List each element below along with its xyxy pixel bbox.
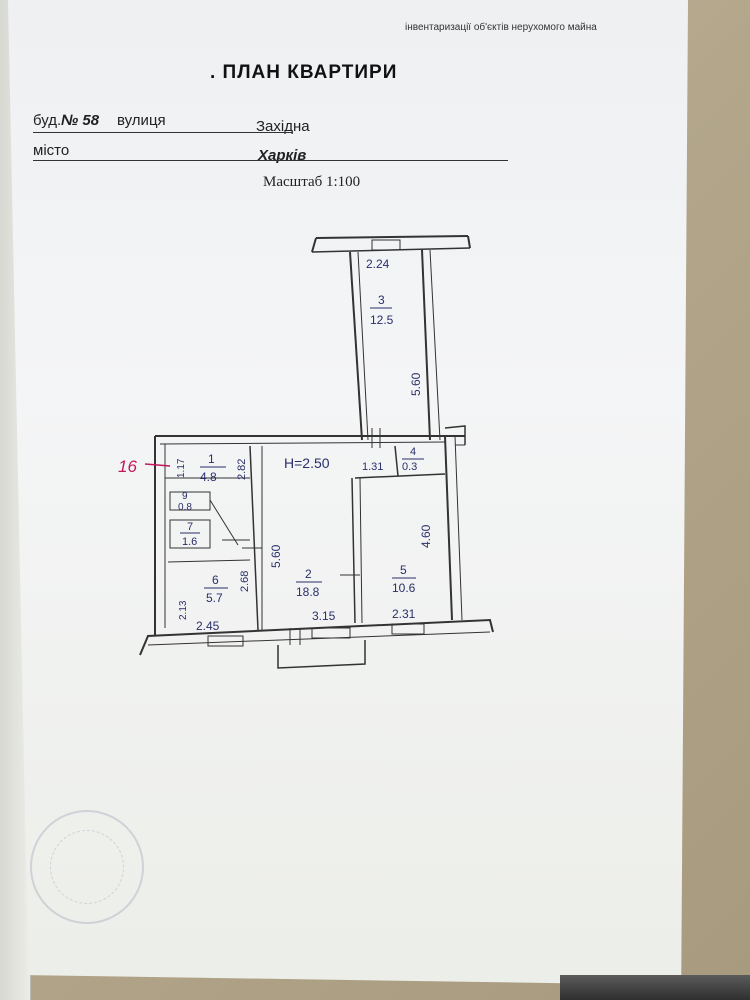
wall-main-right xyxy=(444,435,453,621)
window-kitchen xyxy=(207,635,244,647)
dim-2-13: 2.13 xyxy=(178,600,189,620)
wall-room3-left-inner xyxy=(357,251,369,441)
wall-main-right-outer xyxy=(454,435,463,621)
closet-9 xyxy=(169,491,211,511)
ceiling-height: Н=2.50 xyxy=(284,455,330,471)
room1-number: 1 xyxy=(208,452,215,466)
city-underline xyxy=(33,160,508,161)
building-number: № 58 xyxy=(61,112,100,129)
city-value: Харків xyxy=(258,147,307,164)
room5-area: 10.6 xyxy=(392,581,416,595)
wall-room3-left xyxy=(349,251,363,441)
wall-room3-right xyxy=(421,249,431,441)
street-value: Західна xyxy=(256,118,310,135)
dim-5-60-room2: 5.60 xyxy=(269,544,283,568)
apartment-marker: 16 xyxy=(118,457,137,476)
wall-partition-bath xyxy=(249,445,259,631)
window-room2 xyxy=(311,627,351,639)
desk-edge xyxy=(560,975,750,1000)
room6-area: 5.7 xyxy=(206,591,223,605)
room4-area: 0.3 xyxy=(402,461,417,473)
bay-outline xyxy=(277,640,366,669)
door-bath xyxy=(209,499,250,546)
wall-partition-closet xyxy=(394,445,399,477)
wall-partition-bath-bottom xyxy=(167,559,251,563)
room7-area: 1.6 xyxy=(182,536,197,548)
wall-room3-right-outer xyxy=(429,249,441,441)
wall-partition-room5-left-inner xyxy=(359,477,363,624)
faded-stamp xyxy=(30,810,144,924)
closet-7 xyxy=(169,519,211,549)
room7-number: 7 xyxy=(187,521,193,533)
wall-balcony-left-edge xyxy=(311,237,317,253)
dim-2-24: 2.24 xyxy=(366,257,390,271)
dim-1-31: 1.31 xyxy=(362,461,383,473)
document-title: . ПЛАН КВАРТИРИ xyxy=(210,62,398,83)
city-label: місто xyxy=(33,142,70,159)
wall-partition-room5-top xyxy=(354,473,446,479)
room9-number: 9 xyxy=(182,491,188,502)
room6-number: 6 xyxy=(212,573,219,587)
wall-main-top-inner xyxy=(159,441,446,445)
door-room2-window xyxy=(289,628,301,645)
dim-2-31: 2.31 xyxy=(392,607,416,621)
room4-number: 4 xyxy=(410,446,416,458)
wall-balcony-top xyxy=(315,235,469,239)
room2-number: 2 xyxy=(305,567,312,581)
dim-2-68: 2.68 xyxy=(239,571,251,592)
registry-note: інвентаризації об'єктів нерухомого майна xyxy=(405,22,597,33)
dim-2-45: 2.45 xyxy=(196,619,220,633)
wall-partition-room5-left xyxy=(351,477,356,624)
scale-label: Масштаб 1:100 xyxy=(263,174,361,190)
building-label: буд. xyxy=(33,112,62,129)
room3-number: 3 xyxy=(378,293,385,307)
street-underline xyxy=(33,132,293,133)
dim-3-15: 3.15 xyxy=(312,609,336,623)
room9-area: 0.8 xyxy=(178,502,192,513)
dim-1-17: 1.17 xyxy=(176,458,187,478)
dim-4-60: 4.60 xyxy=(419,524,433,548)
room3-area: 12.5 xyxy=(370,313,394,327)
room1-area: 4.8 xyxy=(200,470,217,484)
window-room5 xyxy=(391,623,425,635)
room5-number: 5 xyxy=(400,563,407,577)
dim-2-82: 2.82 xyxy=(236,459,248,480)
dim-5-60-balcony: 5.60 xyxy=(409,372,423,396)
room2-area: 18.8 xyxy=(296,585,320,599)
wall-balcony-right-edge xyxy=(467,235,471,249)
door-room3 xyxy=(371,428,381,448)
wall-right-stub xyxy=(444,425,466,445)
street-label: вулиця xyxy=(117,112,166,129)
window-balcony xyxy=(371,239,401,251)
apartment-marker-line xyxy=(144,463,171,467)
